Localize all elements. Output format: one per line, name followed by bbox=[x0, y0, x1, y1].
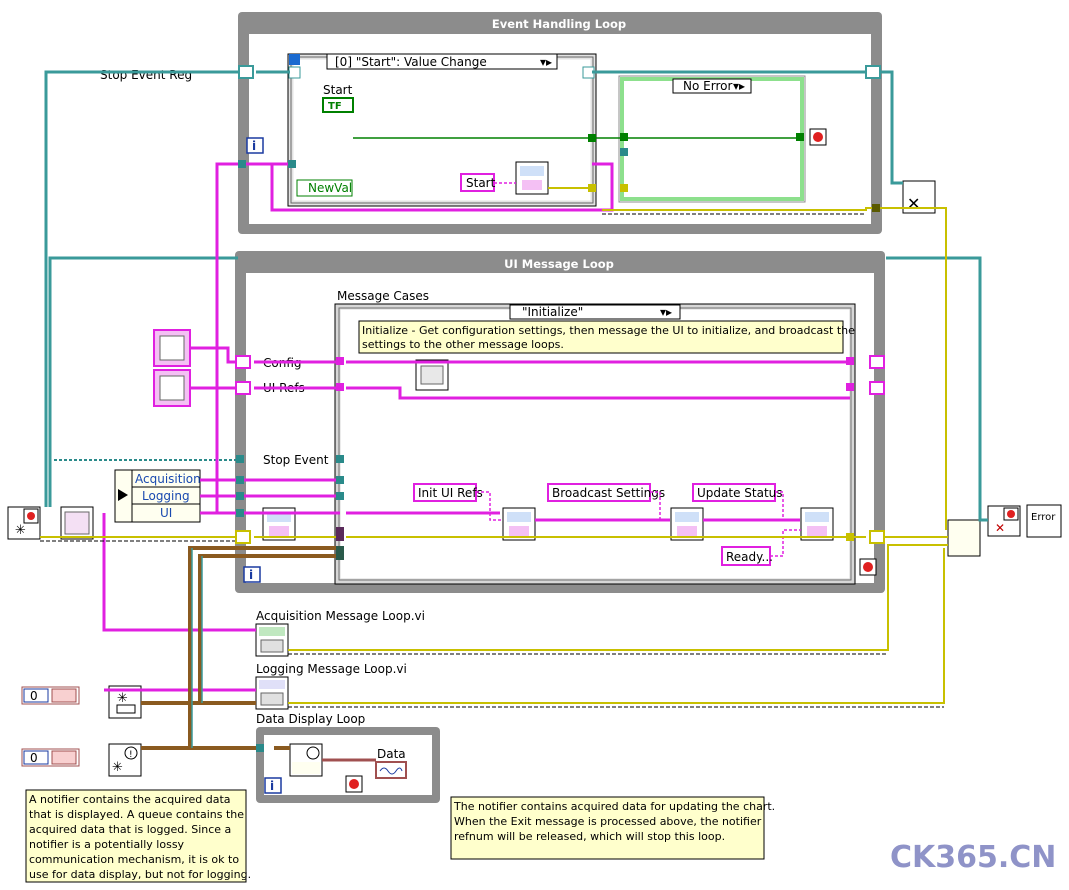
acquisition-message-loop-label: Acquisition Message Loop.vi bbox=[256, 609, 425, 623]
stop-event-label: Stop Event bbox=[263, 453, 329, 467]
svg-text:Logging: Logging bbox=[142, 489, 190, 503]
svg-text:✕: ✕ bbox=[995, 521, 1005, 535]
stop-icon bbox=[813, 132, 823, 142]
svg-text:communication mechanism, it is: communication mechanism, it is ok to bbox=[29, 853, 239, 866]
iteration-terminal bbox=[264, 777, 282, 794]
create-event-icon[interactable]: ✳ bbox=[7, 506, 41, 540]
svg-text:Update Status: Update Status bbox=[697, 486, 783, 500]
error-wire bbox=[40, 187, 948, 704]
notifier-comment-left bbox=[25, 789, 247, 883]
logging-message-loop-label: Logging Message Loop.vi bbox=[256, 662, 407, 676]
error-case-selector[interactable]: No Error bbox=[683, 79, 732, 93]
initialize-comment bbox=[358, 320, 844, 354]
config-refs-subvi[interactable] bbox=[153, 329, 191, 367]
svg-text:that is displayed. A queue con: that is displayed. A queue contains the bbox=[29, 808, 244, 821]
watermark: CK365.CN bbox=[890, 840, 1056, 875]
svg-text:✳: ✳ bbox=[112, 760, 123, 775]
stop-icon bbox=[863, 562, 873, 572]
svg-text:NewVal: NewVal bbox=[308, 181, 352, 195]
svg-text:i: i bbox=[249, 568, 253, 582]
svg-text:TF: TF bbox=[328, 101, 342, 112]
ui-loop-title: UI Message Loop bbox=[504, 257, 614, 271]
svg-text:Broadcast Settings: Broadcast Settings bbox=[552, 486, 665, 500]
svg-text:▾▸: ▾▸ bbox=[733, 79, 745, 93]
message-case-selector[interactable]: "Initialize" bbox=[522, 305, 583, 319]
obtain-notifier-icon[interactable]: ✳! bbox=[108, 743, 142, 777]
merge-errors-icon[interactable] bbox=[947, 519, 981, 557]
svg-text:✕: ✕ bbox=[907, 194, 920, 213]
svg-text:0: 0 bbox=[30, 689, 38, 703]
iteration-terminal bbox=[243, 566, 261, 583]
svg-text:Init UI Refs: Init UI Refs bbox=[418, 486, 483, 500]
message-queues-cluster[interactable]: Acquisition Logging UI bbox=[114, 469, 201, 523]
queue-size-constant[interactable]: 0 bbox=[21, 686, 80, 705]
svg-text:0: 0 bbox=[30, 751, 38, 765]
data-label: Data bbox=[377, 747, 406, 761]
start-label: Start bbox=[323, 83, 353, 97]
newval-node bbox=[296, 179, 353, 197]
svg-text:Start: Start bbox=[466, 176, 496, 190]
data-display-loop-label: Data Display Loop bbox=[256, 712, 365, 726]
enqueue-message-icon[interactable] bbox=[502, 507, 536, 541]
shift-register-terminals bbox=[235, 65, 885, 752]
svg-text:▾▸: ▾▸ bbox=[540, 55, 552, 69]
obtain-queues-icon[interactable] bbox=[60, 506, 94, 540]
svg-text:A notifier contains the acquir: A notifier contains the acquired data bbox=[29, 793, 231, 806]
svg-text:use for data display, but not: use for data display, but not for loggin… bbox=[29, 868, 251, 881]
event-loop-title: Event Handling Loop bbox=[492, 17, 626, 31]
destroy-event-icon[interactable]: ✕ bbox=[987, 505, 1021, 537]
message-cases-label: Message Cases bbox=[337, 289, 429, 303]
wait-on-notification-icon[interactable] bbox=[289, 743, 323, 777]
logging-message-loop-subvi[interactable] bbox=[255, 676, 289, 710]
notifier-wire bbox=[141, 546, 340, 750]
enqueue-message-icon[interactable] bbox=[800, 507, 834, 541]
svg-text:acquired data that is logged.: acquired data that is logged. Since a bbox=[29, 823, 231, 836]
notifier-comment-right bbox=[450, 796, 765, 860]
subvi-config-icon[interactable] bbox=[415, 359, 449, 391]
notifier-size-constant[interactable]: 0 bbox=[21, 748, 80, 767]
enqueue-message-icon[interactable] bbox=[670, 507, 704, 541]
svg-text:When the Exit message is proce: When the Exit message is processed above… bbox=[454, 815, 762, 828]
svg-text:notifier is a potentially loss: notifier is a potentially lossy bbox=[29, 838, 185, 851]
event-ref-wire bbox=[44, 70, 988, 522]
stop-icon bbox=[349, 779, 359, 789]
error-case-structure[interactable]: No Error ▾▸ bbox=[618, 75, 806, 203]
timeout-icon bbox=[289, 54, 300, 65]
error-handler-icon[interactable]: Error bbox=[1026, 504, 1062, 538]
svg-text:i: i bbox=[252, 139, 256, 153]
event-data-node-icon bbox=[288, 66, 301, 79]
svg-text:UI: UI bbox=[160, 506, 172, 520]
ui-refs-subvi[interactable] bbox=[153, 369, 191, 407]
svg-text:Acquisition: Acquisition bbox=[135, 472, 201, 486]
svg-text:Error: Error bbox=[1031, 512, 1056, 523]
svg-text:✳: ✳ bbox=[15, 523, 26, 538]
svg-text:!: ! bbox=[129, 750, 133, 760]
acquisition-message-loop-subvi[interactable] bbox=[255, 623, 289, 657]
svg-text:i: i bbox=[270, 779, 274, 793]
svg-text:▾▸: ▾▸ bbox=[660, 305, 672, 319]
svg-text:The notifier contains acquired: The notifier contains acquired data for … bbox=[453, 800, 775, 813]
event-case-selector[interactable]: [0] "Start": Value Change bbox=[335, 55, 487, 69]
iteration-terminal bbox=[246, 137, 264, 154]
svg-text:Initialize - Get configuration: Initialize - Get configuration settings,… bbox=[362, 324, 855, 337]
svg-text:settings to the other message: settings to the other message loops. bbox=[362, 338, 564, 351]
data-chart-terminal[interactable] bbox=[375, 761, 407, 779]
start-boolean-terminal[interactable] bbox=[322, 97, 354, 113]
svg-text:Ready...: Ready... bbox=[726, 550, 773, 564]
queue-wire bbox=[102, 162, 850, 692]
svg-text:✳: ✳ bbox=[117, 691, 128, 706]
svg-text:refnum will be released, which: refnum will be released, which will stop… bbox=[454, 830, 725, 843]
stop-event-reg-label: Stop Event Reg bbox=[100, 68, 192, 82]
